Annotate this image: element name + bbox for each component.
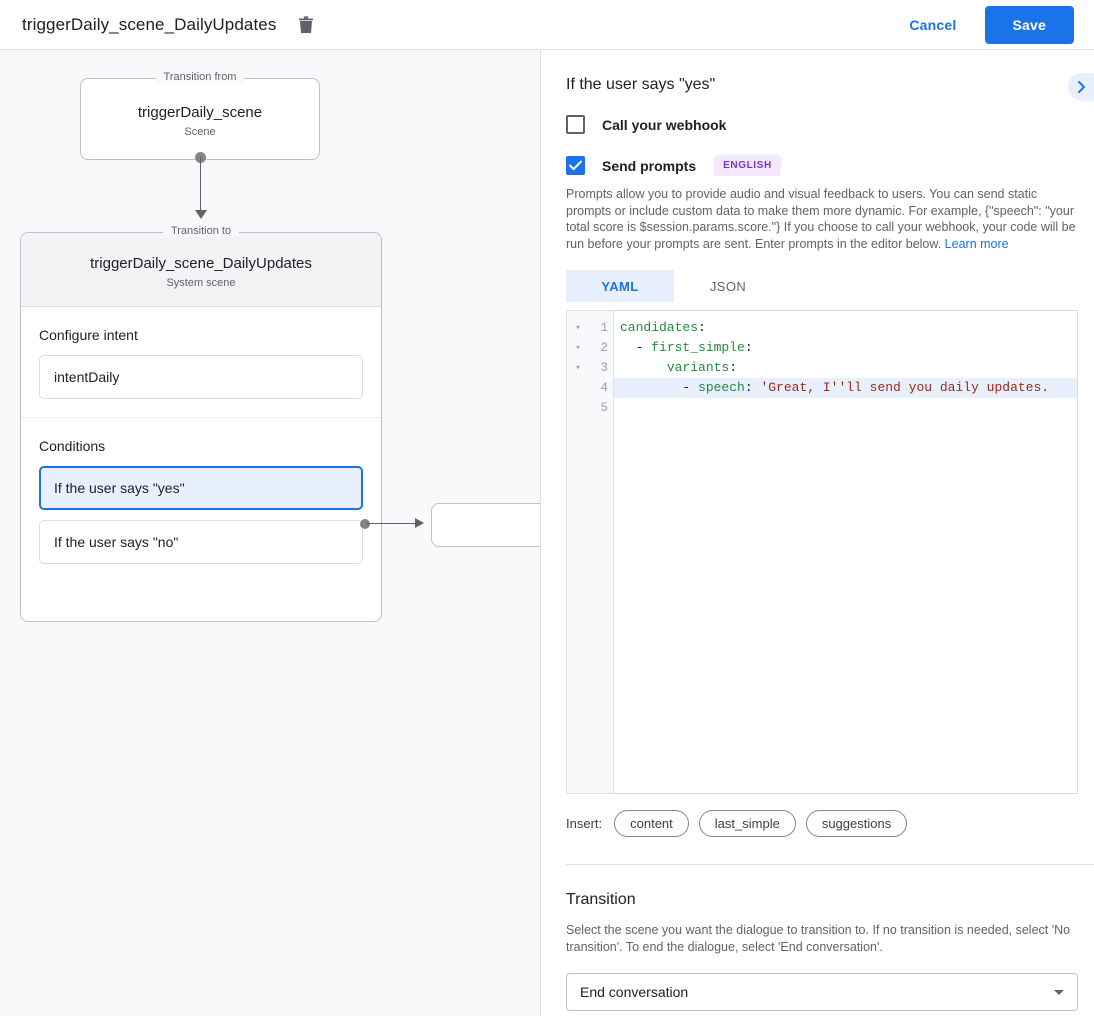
call-webhook-label: Call your webhook	[602, 116, 727, 133]
send-prompts-checkbox[interactable]	[566, 156, 585, 175]
transition-description: Select the scene you want the dialogue t…	[566, 923, 1071, 954]
language-badge: ENGLISH	[714, 155, 781, 176]
code-token-key: candidates	[620, 320, 699, 335]
configure-intent-label: Configure intent	[39, 327, 138, 343]
code-token-key: first_simple	[651, 340, 745, 355]
transition-to-node[interactable]: Transition to triggerDaily_scene_DailyUp…	[20, 225, 382, 622]
line-number: 5	[600, 401, 608, 415]
intent-value-field[interactable]: intentDaily	[39, 355, 363, 399]
line-number: 3	[600, 361, 608, 375]
fold-marker[interactable]: ▾	[575, 363, 581, 373]
condition-edge-arrow-icon	[415, 518, 424, 528]
send-prompts-row[interactable]: Send prompts ENGLISH	[566, 155, 1094, 176]
condition-edge-line	[366, 523, 418, 524]
transition-to-legend: Transition to	[162, 225, 240, 237]
transition-to-subtitle: System scene	[166, 277, 236, 289]
line-number: 1	[600, 321, 608, 335]
code-token-key: speech	[698, 380, 745, 395]
condition-detail-panel: If the user says "yes" Call your webhook…	[542, 50, 1094, 1016]
prompt-code-editor[interactable]: ▾ ▾ ▾ 1 2 3 4 5 candidates: - first_simp…	[566, 310, 1078, 794]
line-number: 2	[600, 341, 608, 355]
editor-fold-gutter[interactable]: ▾ ▾ ▾	[567, 311, 589, 793]
editor-code-area[interactable]: candidates: - first_simple: variants: - …	[613, 311, 1077, 793]
prompts-description: Prompts allow you to provide audio and v…	[566, 186, 1078, 252]
cancel-button[interactable]: Cancel	[895, 8, 970, 42]
code-token-dash: -	[620, 340, 652, 355]
code-token-string: 'Great, I''ll send you daily updates.	[760, 380, 1050, 395]
insert-chip-suggestions[interactable]: suggestions	[805, 810, 908, 837]
configure-intent-section: Configure intent intentDaily	[21, 307, 381, 417]
transition-from-legend: Transition from	[155, 71, 245, 83]
prompts-description-text: Prompts allow you to provide audio and v…	[566, 187, 1076, 251]
save-button[interactable]: Save	[984, 5, 1074, 44]
call-webhook-row[interactable]: Call your webhook	[566, 115, 1094, 134]
page-title: triggerDaily_scene_DailyUpdates	[22, 14, 277, 34]
line-number: 4	[600, 381, 608, 395]
condition-item-yes[interactable]: If the user says "yes"	[39, 466, 363, 510]
code-line[interactable]: candidates:	[614, 318, 1077, 338]
code-token-punc: :	[744, 380, 761, 395]
fold-marker[interactable]: ▾	[575, 323, 581, 333]
editor-line-numbers: 1 2 3 4 5	[589, 311, 613, 793]
transition-from-title: triggerDaily_scene	[137, 104, 263, 121]
code-line[interactable]	[614, 398, 1077, 418]
tab-yaml[interactable]: YAML	[566, 270, 674, 302]
fold-marker[interactable]	[567, 378, 589, 398]
code-token-key: variants	[666, 360, 730, 375]
insert-chip-content[interactable]: content	[614, 810, 689, 837]
code-line[interactable]: - first_simple:	[614, 338, 1077, 358]
insert-chip-last-simple[interactable]: last_simple	[698, 810, 796, 837]
transition-section-title: Transition	[566, 891, 636, 908]
top-bar: triggerDaily_scene_DailyUpdates Cancel S…	[0, 0, 1094, 50]
transition-from-node[interactable]: Transition from triggerDaily_scene Scene	[80, 71, 320, 160]
conditions-section: Conditions If the user says "yes" If the…	[21, 417, 381, 582]
connector-line	[200, 157, 201, 215]
send-prompts-label: Send prompts	[602, 157, 697, 174]
code-token-punc: :	[744, 340, 753, 355]
fold-marker[interactable]: ▾	[575, 343, 581, 353]
call-webhook-checkbox[interactable]	[566, 115, 585, 134]
chevron-down-icon[interactable]	[1054, 989, 1064, 995]
scene-graph-canvas[interactable]: Transition from triggerDaily_scene Scene…	[0, 50, 541, 1016]
code-token-dash: -	[620, 380, 699, 395]
insert-label: Insert:	[566, 816, 603, 831]
downstream-node[interactable]	[431, 503, 540, 547]
section-divider	[566, 864, 1094, 865]
condition-edge-dot	[360, 519, 370, 529]
learn-more-link[interactable]: Learn more	[944, 236, 1009, 251]
transition-to-title: triggerDaily_scene_DailyUpdates	[90, 255, 312, 272]
code-line-active[interactable]: - speech: 'Great, I''ll send you daily u…	[614, 378, 1077, 398]
topbar-actions: Cancel Save	[895, 5, 1074, 44]
transition-select[interactable]: End conversation	[566, 973, 1078, 1011]
chevron-right-icon[interactable]	[1068, 73, 1094, 101]
panel-title: If the user says "yes"	[566, 76, 716, 93]
transition-to-header: triggerDaily_scene_DailyUpdates System s…	[21, 233, 381, 307]
trash-icon[interactable]	[294, 13, 318, 37]
code-token-punc: :	[698, 320, 706, 335]
transition-from-subtitle: Scene	[184, 126, 216, 138]
code-token-indent	[620, 360, 667, 375]
fold-marker[interactable]	[567, 398, 589, 418]
insert-chips-row: Insert: content last_simple suggestions	[566, 810, 1094, 837]
connector-arrow-icon	[195, 210, 207, 219]
format-tabs: YAML JSON	[566, 270, 1094, 302]
code-line[interactable]: variants:	[614, 358, 1077, 378]
tab-json[interactable]: JSON	[709, 278, 747, 294]
transition-select-value: End conversation	[580, 984, 689, 1000]
code-token-punc: :	[729, 360, 738, 375]
conditions-label: Conditions	[39, 438, 106, 454]
condition-item-no[interactable]: If the user says "no"	[39, 520, 363, 564]
